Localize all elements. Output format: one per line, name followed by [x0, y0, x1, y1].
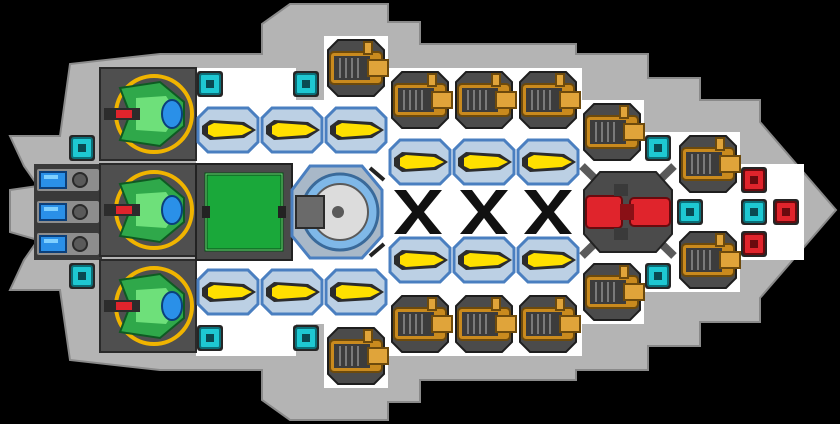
connector-8[interactable]	[644, 262, 672, 290]
red-node-1[interactable]	[740, 166, 768, 194]
connector-5[interactable]	[68, 134, 96, 162]
connector-6[interactable]	[68, 262, 96, 290]
connector-1[interactable]	[196, 70, 224, 98]
connector-7[interactable]	[644, 134, 672, 162]
thruster-bay	[34, 164, 102, 260]
red-node-2[interactable]	[740, 230, 768, 258]
laser-left-top-1[interactable]	[196, 106, 260, 154]
reactor-core[interactable]	[290, 164, 386, 260]
shield-generator[interactable]	[195, 163, 293, 261]
cannon-top-center[interactable]	[327, 39, 389, 97]
red-node-3[interactable]	[772, 198, 800, 226]
hull-inner-outline	[8, 3, 838, 421]
cannon-top-1[interactable]	[391, 71, 453, 129]
laser-mid-bottom-1[interactable]	[388, 236, 452, 284]
laser-left-bottom-1[interactable]	[196, 268, 260, 316]
laser-mid-bottom-3[interactable]	[516, 236, 580, 284]
laser-left-bottom-3[interactable]	[324, 268, 388, 316]
thruster-2[interactable]	[35, 199, 101, 225]
engine-middle[interactable]	[98, 162, 198, 258]
laser-left-top-3[interactable]	[324, 106, 388, 154]
command-core[interactable]	[579, 163, 677, 259]
laser-left-top-2[interactable]	[260, 106, 324, 154]
engine-bottom[interactable]	[98, 258, 198, 354]
cannon-top-2[interactable]	[455, 71, 517, 129]
cannon-right-top[interactable]	[583, 103, 645, 161]
cannon-bottom-1[interactable]	[391, 295, 453, 353]
cannon-front-top[interactable]	[679, 135, 741, 193]
laser-mid-top-3[interactable]	[516, 138, 580, 186]
laser-left-bottom-2[interactable]	[260, 268, 324, 316]
connector-4[interactable]	[292, 324, 320, 352]
connector-10[interactable]	[740, 198, 768, 226]
connector-9[interactable]	[676, 198, 704, 226]
cannon-top-3[interactable]	[519, 71, 581, 129]
thruster-1[interactable]	[35, 167, 101, 193]
cannon-bottom-center[interactable]	[327, 327, 389, 385]
engine-top[interactable]	[98, 66, 198, 162]
cannon-bottom-3[interactable]	[519, 295, 581, 353]
connector-3[interactable]	[196, 324, 224, 352]
laser-mid-top-2[interactable]	[452, 138, 516, 186]
laser-mid-top-1[interactable]	[388, 138, 452, 186]
cannon-front-bottom[interactable]	[679, 231, 741, 289]
cannon-right-bottom[interactable]	[583, 263, 645, 321]
thruster-3[interactable]	[35, 231, 101, 257]
cannon-bottom-2[interactable]	[455, 295, 517, 353]
laser-mid-bottom-2[interactable]	[452, 236, 516, 284]
connector-2[interactable]	[292, 70, 320, 98]
